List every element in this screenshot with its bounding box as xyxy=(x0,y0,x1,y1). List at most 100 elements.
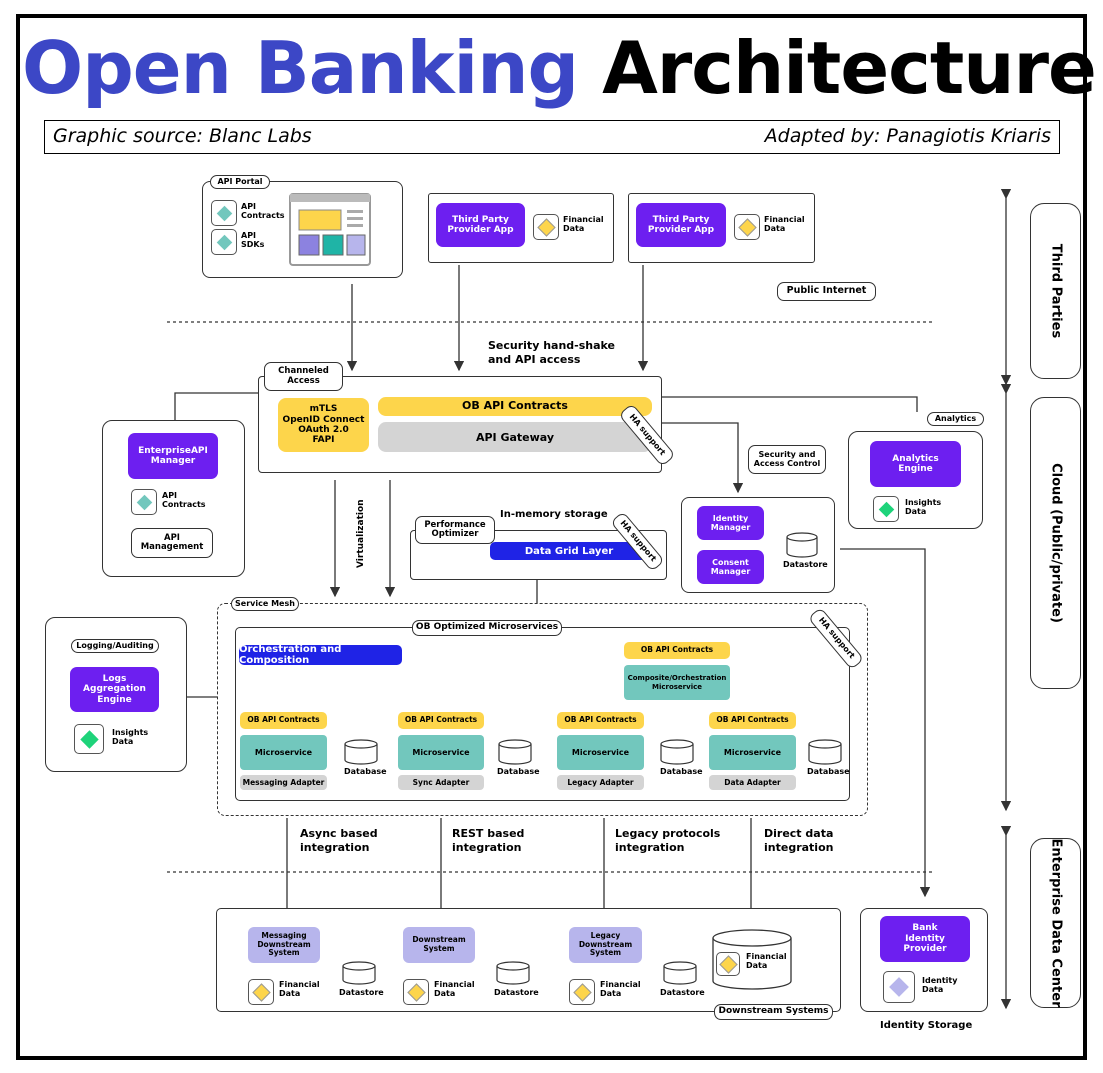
composite-contracts: OB API Contracts xyxy=(624,642,730,659)
portal-window-icon xyxy=(289,193,371,266)
downstream-label: Downstream Systems xyxy=(714,1004,833,1020)
api-sdks-text: API SDKs xyxy=(241,231,265,249)
public-internet-label: Public Internet xyxy=(777,282,876,301)
financial-data-text-2: Financial Data xyxy=(764,215,805,233)
source-bar: Graphic source: Blanc Labs Adapted by: P… xyxy=(44,120,1060,154)
microservice-2: Microservice xyxy=(398,735,484,770)
database-icon-4 xyxy=(808,739,842,765)
security-protocols: mTLS OpenID Connect OAuth 2.0 FAPI xyxy=(278,398,369,452)
identity-storage-text: Identity Storage xyxy=(880,1020,973,1031)
ds-datastore-text-3: Datastore xyxy=(660,988,705,997)
enterprise-contracts-text: API Contracts xyxy=(162,491,206,509)
tpp-app-1: Third Party Provider App xyxy=(436,203,525,247)
analytics-engine: Analytics Engine xyxy=(870,441,961,487)
integration-direct: Direct data integration xyxy=(764,827,834,854)
identity-data-icon xyxy=(883,971,915,1003)
ms-contract-2: OB API Contracts xyxy=(398,712,484,729)
database-icon-3 xyxy=(660,739,694,765)
financial-data-icon-1 xyxy=(533,214,559,240)
ob-api-contracts: OB API Contracts xyxy=(378,397,652,416)
ms-contract-3: OB API Contracts xyxy=(557,712,644,729)
database-icon-1 xyxy=(344,739,378,765)
analytics-insights-icon xyxy=(873,496,899,522)
database-text-4: Database xyxy=(807,767,850,776)
downstream-system-1: Messaging Downstream System xyxy=(248,927,320,963)
ds-financial-text-2: Financial Data xyxy=(434,980,475,998)
logs-aggregation-engine: Logs Aggregation Engine xyxy=(70,667,159,712)
financial-data-icon-2 xyxy=(734,214,760,240)
financial-data-store-big xyxy=(712,929,792,990)
ms-contract-1: OB API Contracts xyxy=(240,712,327,729)
title-part1: Open Banking xyxy=(22,26,579,110)
api-portal-label: API Portal xyxy=(210,175,270,189)
api-sdks-icon xyxy=(211,229,237,255)
logging-insights-text: Insights Data xyxy=(112,728,149,746)
database-text-3: Database xyxy=(660,767,703,776)
adapter-4: Data Adapter xyxy=(709,775,796,790)
big-financial-icon xyxy=(716,952,740,976)
orchestration-composition: Orchestration and Composition xyxy=(239,644,402,666)
third-parties-text: Third Parties xyxy=(1048,243,1063,339)
adapter-2: Sync Adapter xyxy=(398,775,484,790)
ds-financial-icon-3 xyxy=(569,979,595,1005)
edc-side: Enterprise Data Center xyxy=(1030,838,1081,1008)
ds-datastore-icon-3 xyxy=(663,961,697,985)
big-financial-text: Financial Data xyxy=(746,952,787,970)
outer-frame xyxy=(16,14,1087,1060)
microservice-1: Microservice xyxy=(240,735,327,770)
adapter-1: Messaging Adapter xyxy=(240,775,327,790)
financial-data-text-1: Financial Data xyxy=(563,215,604,233)
identity-data-text: Identity Data xyxy=(922,976,958,994)
cloud-side: Cloud (Public/private) xyxy=(1030,397,1081,689)
page-title: Open Banking Architecture xyxy=(22,18,1097,118)
ds-datastore-text-2: Datastore xyxy=(494,988,539,997)
edc-text: Enterprise Data Center xyxy=(1048,838,1063,1008)
source-text: Graphic source: Blanc Labs xyxy=(53,125,312,147)
analytics-label: Analytics xyxy=(927,412,984,426)
adapter-3: Legacy Adapter xyxy=(557,775,644,790)
channeled-access-label: Channeled Access xyxy=(264,362,343,391)
ms-contract-4: OB API Contracts xyxy=(709,712,796,729)
adapted-text: Adapted by: Panagiotis Kriaris xyxy=(764,125,1051,147)
bank-identity-provider: Bank Identity Provider xyxy=(880,916,970,962)
ds-datastore-text-1: Datastore xyxy=(339,988,384,997)
integration-rest: REST based integration xyxy=(452,827,525,854)
enterprise-api-manager: EnterpriseAPI Manager xyxy=(128,433,218,479)
downstream-system-2: Downstream System xyxy=(403,927,475,963)
identity-manager: Identity Manager xyxy=(697,506,764,540)
database-text-2: Database xyxy=(497,767,540,776)
api-contracts-text: API Contracts xyxy=(241,202,285,220)
analytics-insights-text: Insights Data xyxy=(905,498,942,516)
microservices-label: OB Optimized Microservices xyxy=(412,620,562,636)
handshake-text: Security hand-shake and API access xyxy=(488,339,615,366)
in-memory-text: In-memory storage xyxy=(500,509,608,520)
database-text-1: Database xyxy=(344,767,387,776)
ds-datastore-icon-2 xyxy=(496,961,530,985)
microservice-4: Microservice xyxy=(709,735,796,770)
logging-insights-icon xyxy=(74,724,104,754)
integration-async: Async based integration xyxy=(300,827,378,854)
service-mesh-label: Service Mesh xyxy=(231,597,299,611)
security-datastore-icon xyxy=(786,532,818,558)
data-grid-layer: Data Grid Layer xyxy=(490,542,648,560)
tpp-app-2: Third Party Provider App xyxy=(636,203,726,247)
performance-optimizer-label: Performance Optimizer xyxy=(415,516,495,544)
ds-financial-icon-1 xyxy=(248,979,274,1005)
enterprise-contracts-icon xyxy=(131,489,157,515)
third-parties-side: Third Parties xyxy=(1030,203,1081,379)
composite-microservice: Composite/Orchestration Microservice xyxy=(624,665,730,700)
microservice-3: Microservice xyxy=(557,735,644,770)
ds-financial-icon-2 xyxy=(403,979,429,1005)
ds-financial-text-1: Financial Data xyxy=(279,980,320,998)
ds-financial-text-3: Financial Data xyxy=(600,980,641,998)
api-contracts-icon xyxy=(211,200,237,226)
logging-label: Logging/Auditing xyxy=(71,639,159,653)
consent-manager: Consent Manager xyxy=(697,550,764,584)
virtualization-text: Virtualization xyxy=(356,499,366,568)
service-mesh-box xyxy=(217,603,868,816)
database-icon-2 xyxy=(498,739,532,765)
api-gateway: API Gateway xyxy=(378,422,652,452)
api-management-label: API Management xyxy=(131,528,213,558)
security-datastore-text: Datastore xyxy=(783,560,828,569)
title-part2: Architecture xyxy=(602,26,1097,110)
